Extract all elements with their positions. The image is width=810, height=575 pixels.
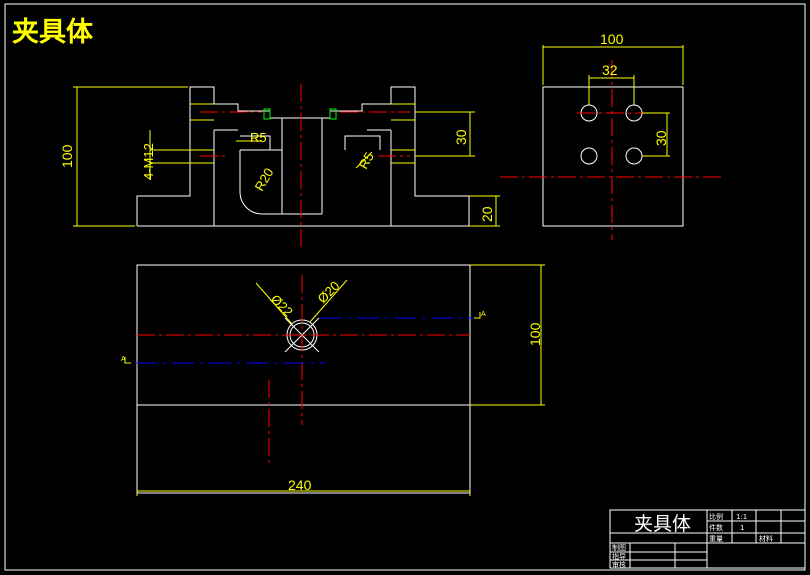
section-arrow-right: [474, 312, 481, 319]
side-hole-3: [580, 147, 598, 165]
section-mark-right: A: [481, 311, 486, 318]
tb-drawn-label: 制图: [612, 543, 626, 552]
top-view-outline: [136, 264, 471, 494]
tb-review-label: 审核: [612, 560, 626, 569]
top-dimensions: [124, 264, 545, 496]
side-dimensions: [542, 45, 684, 157]
front-dimensions: [73, 86, 500, 227]
dim-overall-height: 100: [59, 144, 75, 168]
marker-green-right: [329, 108, 337, 120]
dim-foot-height: 20: [479, 206, 495, 222]
front-view: [136, 86, 470, 227]
tb-count-value: 1: [740, 524, 744, 532]
side-hole-4: [625, 147, 643, 165]
drawing-title: 夹具体: [12, 17, 94, 48]
dim-top-depth: 100: [527, 322, 543, 346]
top-centerlines: [137, 275, 470, 465]
tb-scale-value: 1:1: [736, 513, 747, 521]
section-lines: [135, 317, 475, 364]
r5-pocket-right: [344, 135, 381, 150]
tb-advisor-label: 指导: [612, 552, 626, 561]
marker-green-left: [263, 108, 271, 120]
title-block-name: 夹具体: [634, 513, 691, 535]
dim-top-length: 240: [288, 477, 312, 493]
side-view-outline: [542, 86, 684, 227]
tb-count-label: 件数: [709, 523, 723, 532]
dim-hole-spacing-y: 30: [653, 130, 669, 146]
dim-r20: R20: [252, 165, 277, 193]
title-block: [609, 509, 806, 569]
front-centerlines: [200, 84, 410, 250]
r20-groove: [239, 150, 282, 215]
dim-diameter-inner: Ø20: [315, 278, 343, 306]
tb-scale-label: 比例: [709, 512, 723, 521]
dim-diameter-outer: Ø22: [268, 292, 296, 320]
dim-hole-offset: 30: [453, 129, 469, 145]
dim-r5-left: R5: [250, 130, 267, 145]
dim-thread: 4-M12: [141, 143, 156, 180]
dim-side-width: 100: [600, 31, 624, 47]
tb-material-label: 材料: [759, 534, 773, 543]
leader-d20: [309, 279, 348, 323]
dim-r5-right: R5: [356, 150, 377, 172]
r5-pocket-left: [240, 135, 271, 150]
leader-d22: [255, 282, 293, 325]
section-mark-left: A: [121, 356, 126, 363]
tb-weight-label: 重量: [709, 535, 723, 543]
section-arrow-left: [124, 357, 131, 364]
r5-right-leader: [355, 151, 373, 169]
dim-hole-spacing-x: 32: [602, 62, 618, 78]
side-centerlines: [500, 60, 722, 240]
drawing-border: [4, 3, 806, 571]
top-view: [136, 264, 471, 494]
